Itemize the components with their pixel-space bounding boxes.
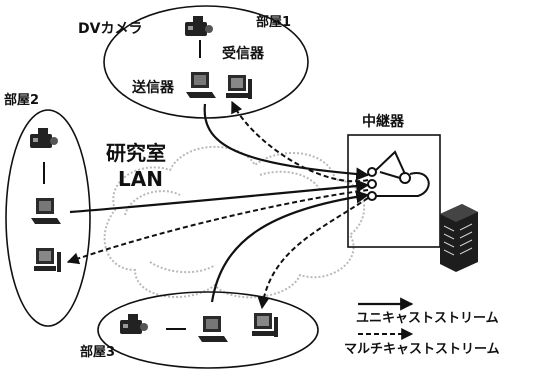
relay-label: 中継器 bbox=[362, 113, 405, 130]
room2-boundary bbox=[5, 109, 91, 327]
room2-label: 部屋2 bbox=[4, 92, 39, 108]
relay-box bbox=[347, 134, 441, 248]
legend-multicast-label: マルチキャストストリーム bbox=[344, 342, 500, 357]
camera-icon-room2 bbox=[30, 128, 58, 148]
camera-icon-room1 bbox=[185, 16, 213, 36]
lab-lan-label-line1: 研究室 bbox=[106, 141, 166, 165]
lab-lan-label-line2: LAN bbox=[118, 167, 163, 191]
dv-camera-label: DVカメラ bbox=[78, 21, 142, 37]
room3-label: 部屋3 bbox=[80, 344, 115, 360]
receiver-pc-icon-room2 bbox=[34, 248, 61, 272]
room1-label: 部屋1 bbox=[256, 14, 291, 30]
legend: ユニキャストストリーム マルチキャストストリーム bbox=[344, 297, 500, 357]
receiver-pc-icon bbox=[226, 75, 252, 99]
sender-pc-icon-room2 bbox=[31, 198, 61, 224]
legend-unicast-label: ユニキャストストリーム bbox=[356, 311, 499, 326]
server-icon bbox=[440, 204, 478, 272]
camera-icon-room3 bbox=[120, 314, 148, 334]
room3-boundary bbox=[97, 291, 319, 369]
multicast-streams bbox=[66, 100, 369, 310]
sender-label: 送信器 bbox=[131, 79, 175, 96]
unicast-streams bbox=[69, 103, 370, 303]
relay-switch-icon bbox=[367, 150, 430, 201]
receiver-label: 受信器 bbox=[222, 45, 265, 62]
sender-pc-icon-room3 bbox=[198, 316, 228, 342]
lan-cloud bbox=[103, 145, 366, 299]
receiver-pc-icon-room3 bbox=[252, 313, 278, 337]
sender-pc-icon bbox=[186, 72, 216, 98]
